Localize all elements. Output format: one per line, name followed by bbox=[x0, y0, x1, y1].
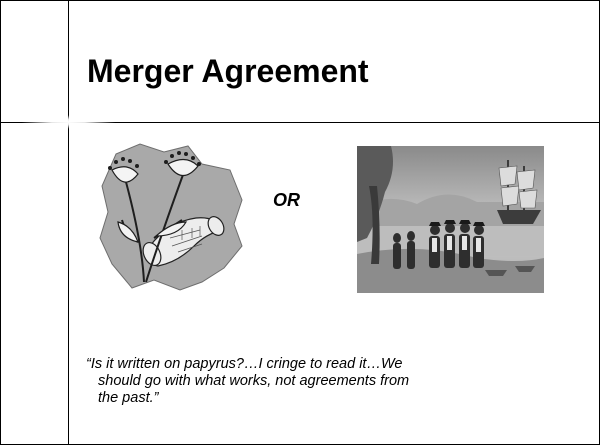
or-label: OR bbox=[273, 190, 300, 210]
quote-line-1: “Is it written on papyrus?…I cringe to r… bbox=[86, 356, 403, 372]
rule-highlight bbox=[21, 115, 116, 129]
papyrus-clipart bbox=[99, 143, 243, 291]
settlers-meeting-clipart bbox=[357, 146, 544, 293]
quote-line-3: the past.” bbox=[98, 390, 159, 406]
vertical-rule bbox=[68, 1, 69, 444]
horizontal-rule bbox=[1, 122, 599, 123]
quote-line-2: should go with what works, not agreement… bbox=[98, 373, 410, 389]
quote-text: “Is it written on papyrus?…I cringe to r… bbox=[86, 356, 556, 407]
slide-title: Merger Agreement bbox=[87, 53, 369, 89]
